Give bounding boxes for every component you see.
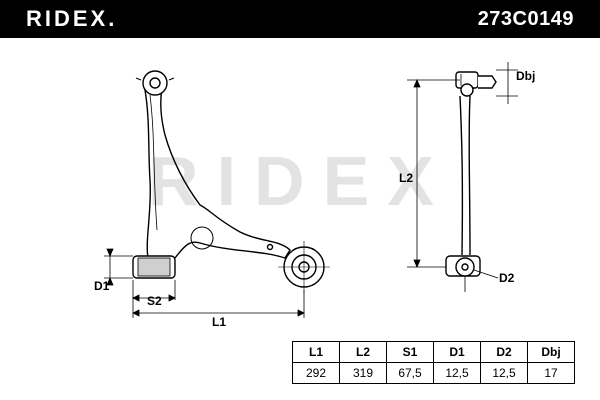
spec-header-d2: D2 bbox=[480, 341, 528, 363]
spec-value-l1: 292 bbox=[292, 362, 340, 384]
spec-header-d1: D1 bbox=[433, 341, 481, 363]
spec-table-header-row: L1 L2 S1 D1 D2 Dbj bbox=[292, 341, 575, 363]
spec-value-l2: 319 bbox=[339, 362, 387, 384]
part-number: 273C0149 bbox=[477, 8, 574, 30]
dimension-label-d1: D1 bbox=[94, 279, 110, 293]
dimension-lines-left bbox=[104, 248, 305, 318]
spec-table: L1 L2 S1 D1 D2 Dbj 292 319 67,5 12,5 12,… bbox=[292, 341, 575, 384]
brand-logo: RIDEX. bbox=[26, 6, 118, 31]
dimension-label-s2: S2 bbox=[147, 294, 162, 308]
watermark-text: RIDEX bbox=[148, 142, 452, 220]
spec-header-s1: S1 bbox=[386, 341, 434, 363]
spec-value-s1: 67,5 bbox=[386, 362, 434, 384]
header-bar: RIDEX. 273C0149 bbox=[0, 0, 600, 38]
dimension-label-l2: L2 bbox=[399, 171, 413, 185]
dimension-label-d2: D2 bbox=[499, 271, 515, 285]
spec-value-dbj: 17 bbox=[527, 362, 575, 384]
technical-drawing: RIDEX bbox=[94, 62, 535, 329]
dimension-lines-right bbox=[407, 62, 518, 279]
spec-value-d2: 12,5 bbox=[480, 362, 528, 384]
spec-header-l1: L1 bbox=[292, 341, 340, 363]
dimension-label-dbj: Dbj bbox=[516, 69, 535, 83]
spec-header-l2: L2 bbox=[339, 341, 387, 363]
dimension-label-l1: L1 bbox=[212, 315, 226, 329]
spec-header-dbj: Dbj bbox=[527, 341, 575, 363]
spec-value-d1: 12,5 bbox=[433, 362, 481, 384]
spec-table-value-row: 292 319 67,5 12,5 12,5 17 bbox=[292, 362, 575, 384]
control-arm-side-view bbox=[445, 71, 497, 292]
control-arm-front-view bbox=[132, 70, 330, 293]
